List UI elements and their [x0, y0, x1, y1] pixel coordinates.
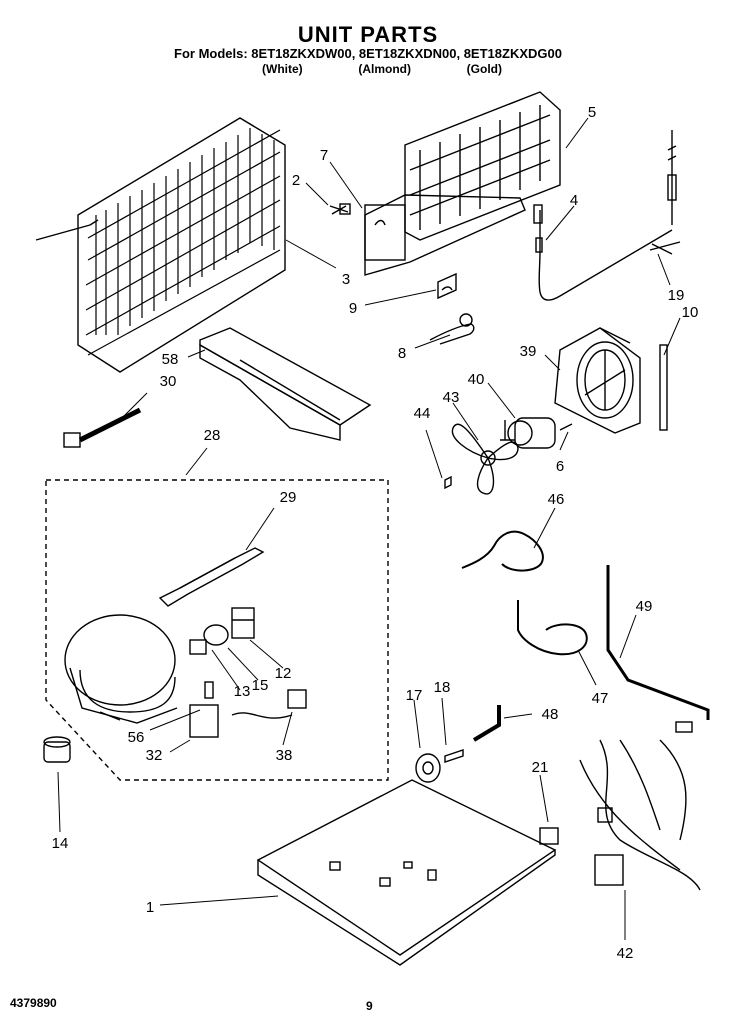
callout-32: 32: [146, 747, 163, 764]
callout-19: 19: [668, 287, 685, 304]
fan-motor: [500, 417, 573, 449]
callout-42: 42: [617, 945, 634, 962]
nut-part-21: [539, 827, 559, 845]
wire-harness-part-4: [533, 204, 673, 301]
wire-harness-part-42: [579, 721, 701, 891]
foot-part-14: [43, 736, 71, 763]
callout-12: 12: [275, 665, 292, 682]
fan-blade: [451, 423, 519, 495]
callout-46: 46: [548, 491, 565, 508]
callout-17: 17: [406, 687, 423, 704]
page-title: UNIT PARTS: [297, 22, 439, 47]
sensor-wire-part-19: [649, 130, 681, 255]
tubing-part-47: [517, 600, 588, 656]
callout-13: 13: [234, 683, 251, 700]
capacitor-parts: [189, 681, 219, 738]
callout-1: 1: [146, 899, 154, 916]
clip-part-9: [437, 272, 457, 300]
condenser-coil: [35, 117, 286, 373]
callout-5: 5: [588, 104, 596, 121]
callout-labels: 1 2 3 4 5 6 7 8 9 10 12 13 14 15 17 18 1…: [52, 104, 699, 962]
finish-almond: (Almond): [358, 62, 411, 76]
page-number: 9: [366, 999, 373, 1013]
callout-21: 21: [532, 759, 549, 776]
finish-white: (White): [262, 62, 303, 76]
callout-3: 3: [342, 271, 350, 288]
compressor-group-outline: [45, 479, 389, 781]
compressor: [64, 614, 178, 724]
callout-58: 58: [162, 351, 179, 368]
clip-part-44: [444, 475, 452, 490]
callout-49: 49: [636, 598, 653, 615]
strip-part-10: [659, 344, 668, 431]
callout-44: 44: [414, 405, 431, 422]
callout-7: 7: [320, 147, 328, 164]
roller-parts: [415, 749, 464, 783]
evap-bracket-assembly: [364, 91, 561, 276]
grommet-part-8: [429, 313, 475, 345]
callout-38: 38: [276, 747, 293, 764]
callout-56: 56: [128, 729, 145, 746]
callout-47: 47: [592, 690, 609, 707]
fan-shroud: [554, 327, 641, 434]
leader-lines: [57, 117, 681, 940]
callout-48: 48: [542, 706, 559, 723]
relay-parts: [189, 607, 255, 655]
filter-drier: [158, 547, 265, 607]
callout-15: 15: [252, 677, 269, 694]
screw-part-2: [329, 203, 351, 215]
base-pan: [256, 779, 557, 966]
tubing-part-46: [461, 530, 544, 572]
callout-28: 28: [204, 427, 221, 444]
finishes-row: (White) (Almond) (Gold): [262, 62, 502, 76]
callout-29: 29: [280, 489, 297, 506]
callout-43: 43: [443, 389, 460, 406]
callout-4: 4: [570, 192, 578, 209]
callout-6: 6: [556, 458, 564, 475]
part-number: 4379890: [10, 996, 57, 1010]
tube-part-48: [472, 705, 501, 742]
condenser-tube-part-30: [63, 407, 142, 448]
callout-14: 14: [52, 835, 69, 852]
callout-30: 30: [160, 373, 177, 390]
tube-part-49: [606, 565, 710, 720]
callout-40: 40: [468, 371, 485, 388]
callout-39: 39: [520, 343, 537, 360]
callout-18: 18: [434, 679, 451, 696]
finish-gold: (Gold): [466, 62, 502, 76]
callout-9: 9: [349, 300, 357, 317]
callout-2: 2: [292, 172, 300, 189]
drain-pan: [199, 327, 372, 441]
power-cord-part-38: [231, 689, 307, 719]
models-line: For Models: 8ET18ZKXDW00, 8ET18ZKXDN00, …: [174, 46, 562, 61]
callout-8: 8: [398, 345, 406, 362]
callout-10: 10: [682, 304, 699, 321]
